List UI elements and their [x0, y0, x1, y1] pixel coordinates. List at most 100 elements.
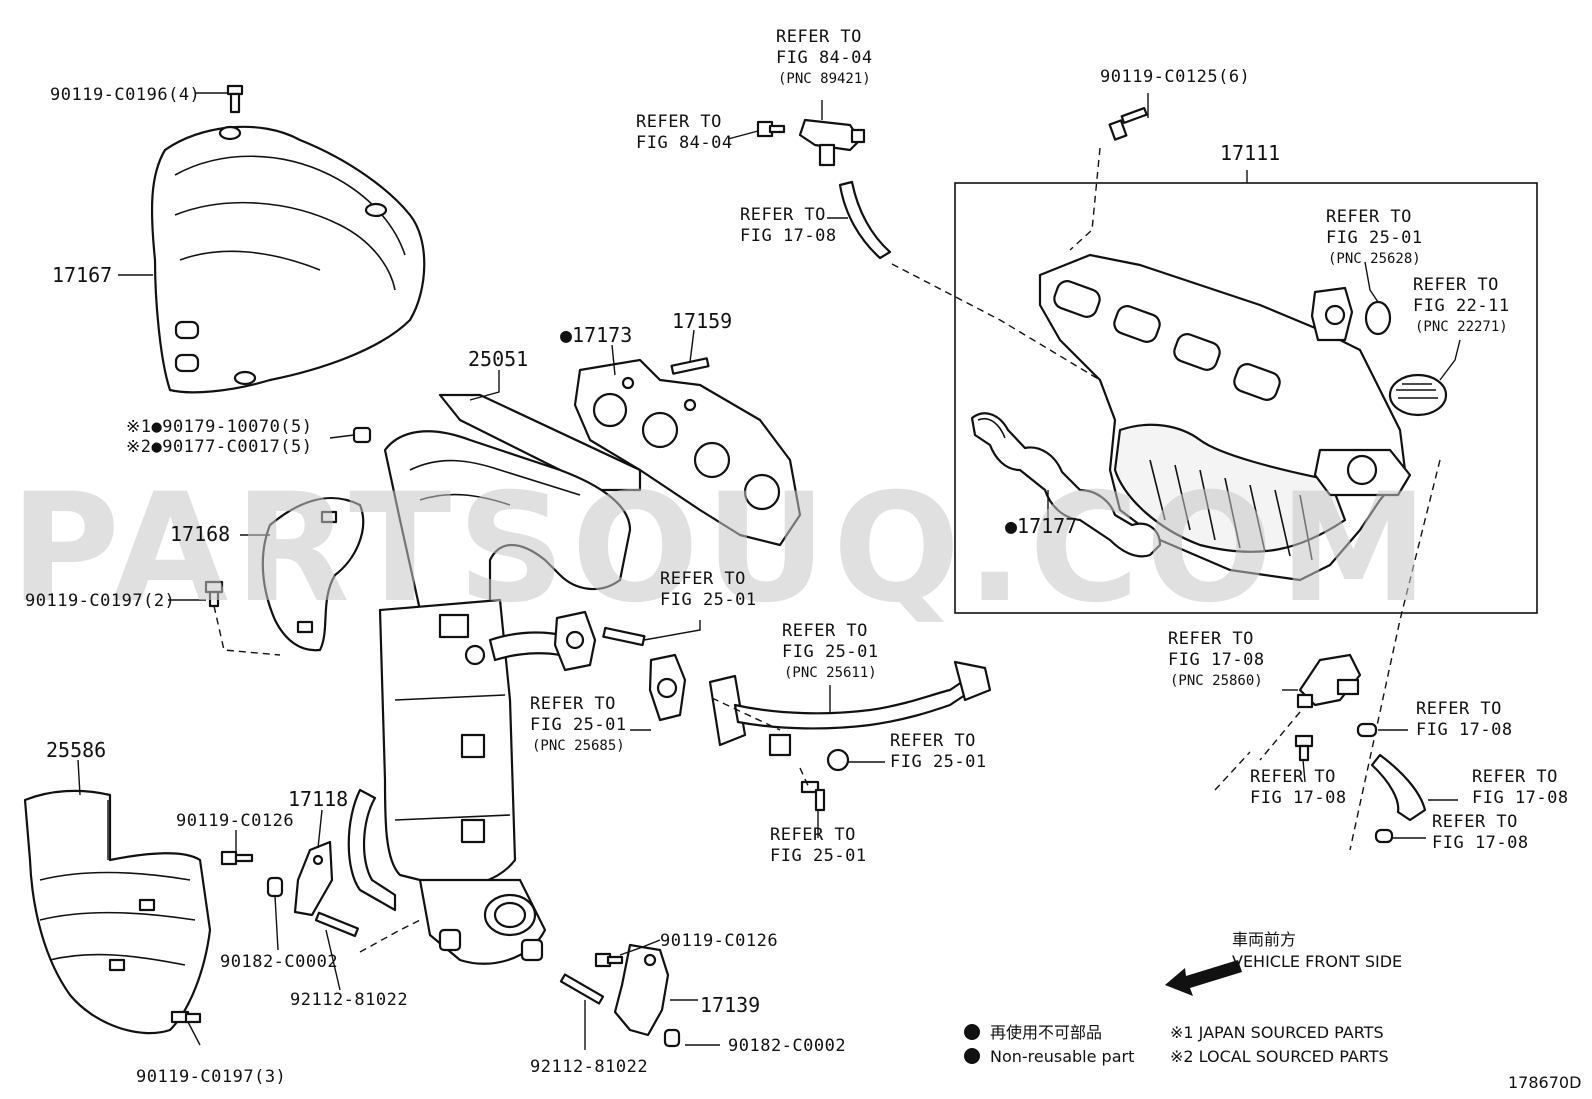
- label-90119-C0126-b[interactable]: 90119-C0126: [660, 931, 778, 951]
- bolt-90119-C0197-icon: [170, 1010, 202, 1024]
- refer-line1: REFER TO: [660, 569, 746, 589]
- refer-fig-25-01-nut[interactable]: REFER TO FIG 25-01: [890, 731, 987, 772]
- label-25051[interactable]: 25051: [468, 347, 528, 371]
- label-92112-81022-a[interactable]: 92112-81022: [290, 990, 408, 1010]
- cover-25586[interactable]: [23, 789, 212, 1035]
- gasket-17177[interactable]: [970, 412, 1162, 558]
- front-direction-arrow-icon: [1165, 960, 1242, 996]
- label-17139[interactable]: 17139: [700, 993, 760, 1017]
- refer-line2: FIG 25-01: [530, 715, 627, 735]
- refer-line1: REFER TO: [890, 731, 976, 751]
- refer-line1: REFER TO: [1326, 207, 1412, 227]
- heat-insulator-17167[interactable]: [150, 125, 426, 394]
- label-90119-C0125[interactable]: 90119-C0125(6): [1100, 67, 1250, 87]
- label-90182-C0002-a[interactable]: 90182-C0002: [220, 952, 338, 972]
- bolt-icon: [756, 120, 786, 138]
- refer-line2: FIG 25-01: [660, 590, 757, 610]
- refer-line1: REFER TO: [636, 112, 722, 132]
- sensor-89421[interactable]: [798, 118, 866, 167]
- refer-pnc: (PNC 22271): [1415, 319, 1508, 335]
- refer-line2: FIG 22-11: [1413, 296, 1510, 316]
- refer-pnc: (PNC 25860): [1170, 673, 1263, 689]
- hose-icon: [1370, 753, 1427, 822]
- stud-icon: [602, 626, 646, 647]
- refer-line2: FIG 25-01: [890, 752, 987, 772]
- legend-note1: ※1 JAPAN SOURCED PARTS: [1170, 1023, 1384, 1042]
- refer-fig-84-04-sensor[interactable]: REFER TO FIG 84-04 (PNC 89421): [776, 27, 873, 87]
- refer-fig-84-04-bolt[interactable]: REFER TO FIG 84-04: [636, 112, 733, 153]
- label-17168[interactable]: 17168: [170, 522, 230, 546]
- label-90119-C0196[interactable]: 90119-C0196(4): [50, 85, 200, 105]
- refer-fig-22-11-gasket[interactable]: REFER TO FIG 22-11 (PNC 22271): [1413, 275, 1510, 335]
- label-25586[interactable]: 25586: [46, 738, 106, 762]
- nut-icon: [826, 748, 850, 772]
- refer-fig-25-01-bolt[interactable]: REFER TO FIG 25-01: [770, 825, 867, 866]
- label-17167[interactable]: 17167: [52, 263, 112, 287]
- label-90119-C0197-3[interactable]: 90119-C0197(3): [136, 1067, 286, 1087]
- refer-line1: REFER TO: [1472, 767, 1558, 787]
- bolt-icon: [220, 850, 254, 866]
- bolt-icon: [800, 780, 826, 812]
- bracket-17139[interactable]: [613, 943, 670, 1037]
- refer-line1: REFER TO: [1432, 812, 1518, 832]
- exhaust-pipe-25611[interactable]: [708, 660, 992, 757]
- refer-fig-25-01-gasket[interactable]: REFER TO FIG 25-01 (PNC 25685): [530, 694, 627, 754]
- heat-insulator-17168[interactable]: [261, 496, 365, 652]
- label-17111[interactable]: 17111: [1220, 141, 1280, 165]
- label-17159[interactable]: 17159: [672, 309, 732, 333]
- label-17173[interactable]: ●17173: [560, 323, 632, 347]
- refer-line1: REFER TO: [1413, 275, 1499, 295]
- stud-17159-icon: [670, 357, 710, 375]
- refer-line1: REFER TO: [782, 621, 868, 641]
- label-17177[interactable]: ●17177: [1005, 514, 1077, 538]
- vsv-25860[interactable]: [1296, 653, 1362, 709]
- refer-fig-17-08-vsv[interactable]: REFER TO FIG 17-08 (PNC 25860): [1168, 629, 1265, 689]
- nut-icon: [352, 426, 372, 444]
- intake-manifold-17111[interactable]: [1038, 253, 1412, 582]
- refer-line2: FIG 17-08: [740, 226, 837, 246]
- label-90119-C0126-a[interactable]: 90119-C0126: [176, 811, 294, 831]
- leader-lines: [77, 92, 1461, 1050]
- refer-pnc: (PNC 25628): [1328, 251, 1421, 267]
- refer-pnc: (PNC 89421): [778, 71, 871, 87]
- stud-icon: [559, 973, 605, 1005]
- bolt-icon: [594, 952, 624, 968]
- bracket-17118[interactable]: [293, 840, 334, 917]
- nut-icon: [663, 1028, 681, 1048]
- label-90119-C0197-2[interactable]: 90119-C0197(2): [25, 591, 175, 611]
- refer-fig-17-08-hose-b[interactable]: REFER TO FIG 17-08: [1472, 767, 1569, 808]
- refer-fig-25-01-stud[interactable]: REFER TO FIG 25-01: [660, 569, 757, 610]
- bolt-icon: [1294, 734, 1314, 762]
- refer-line2: FIG 84-04: [636, 133, 733, 153]
- clamp-icon: [1356, 722, 1378, 738]
- refer-line1: REFER TO: [1416, 699, 1502, 719]
- label-90179-10070[interactable]: ※1●90179-10070(5): [126, 417, 313, 437]
- refer-line1: REFER TO: [1250, 767, 1336, 787]
- refer-line1: REFER TO: [770, 825, 856, 845]
- label-17118[interactable]: 17118: [288, 787, 348, 811]
- refer-line1: REFER TO: [530, 694, 616, 714]
- bolt-90119-C0196-icon: [226, 84, 244, 114]
- label-90177-C0017[interactable]: ※2●90177-C0017(5): [126, 437, 313, 457]
- refer-line2: FIG 17-08: [1432, 833, 1529, 853]
- exhaust-manifold-25051[interactable]: [347, 393, 642, 965]
- refer-fig-17-08-clamp-b[interactable]: REFER TO FIG 17-08: [1432, 812, 1529, 853]
- refer-line2: FIG 17-08: [1472, 788, 1569, 808]
- gasket-17173[interactable]: [573, 358, 802, 547]
- watermark-text: PARTSOUQ.COM: [10, 462, 1434, 636]
- refer-line1: REFER TO: [1168, 629, 1254, 649]
- refer-fig-25-01-pipe[interactable]: REFER TO FIG 25-01 (PNC 25611): [782, 621, 879, 681]
- refer-fig-17-08-hose[interactable]: REFER TO FIG 17-08: [740, 205, 837, 246]
- refer-fig-17-08-clamp-a[interactable]: REFER TO FIG 17-08: [1416, 699, 1513, 740]
- clamp-icon: [1374, 828, 1394, 844]
- front-direction-en: VEHICLE FRONT SIDE: [1232, 952, 1402, 971]
- refer-fig-17-08-bolt[interactable]: REFER TO FIG 17-08: [1250, 767, 1347, 808]
- o-ring-25628-icon: [1364, 300, 1392, 336]
- refer-line2: FIG 84-04: [776, 48, 873, 68]
- refer-pnc: (PNC 25685): [532, 738, 625, 754]
- refer-fig-25-01-oring[interactable]: REFER TO FIG 25-01 (PNC 25628): [1326, 207, 1423, 267]
- label-92112-81022-b[interactable]: 92112-81022: [530, 1057, 648, 1077]
- label-90182-C0002-b[interactable]: 90182-C0002: [728, 1036, 846, 1056]
- refer-line2: FIG 17-08: [1250, 788, 1347, 808]
- flange-gasket: [553, 610, 687, 722]
